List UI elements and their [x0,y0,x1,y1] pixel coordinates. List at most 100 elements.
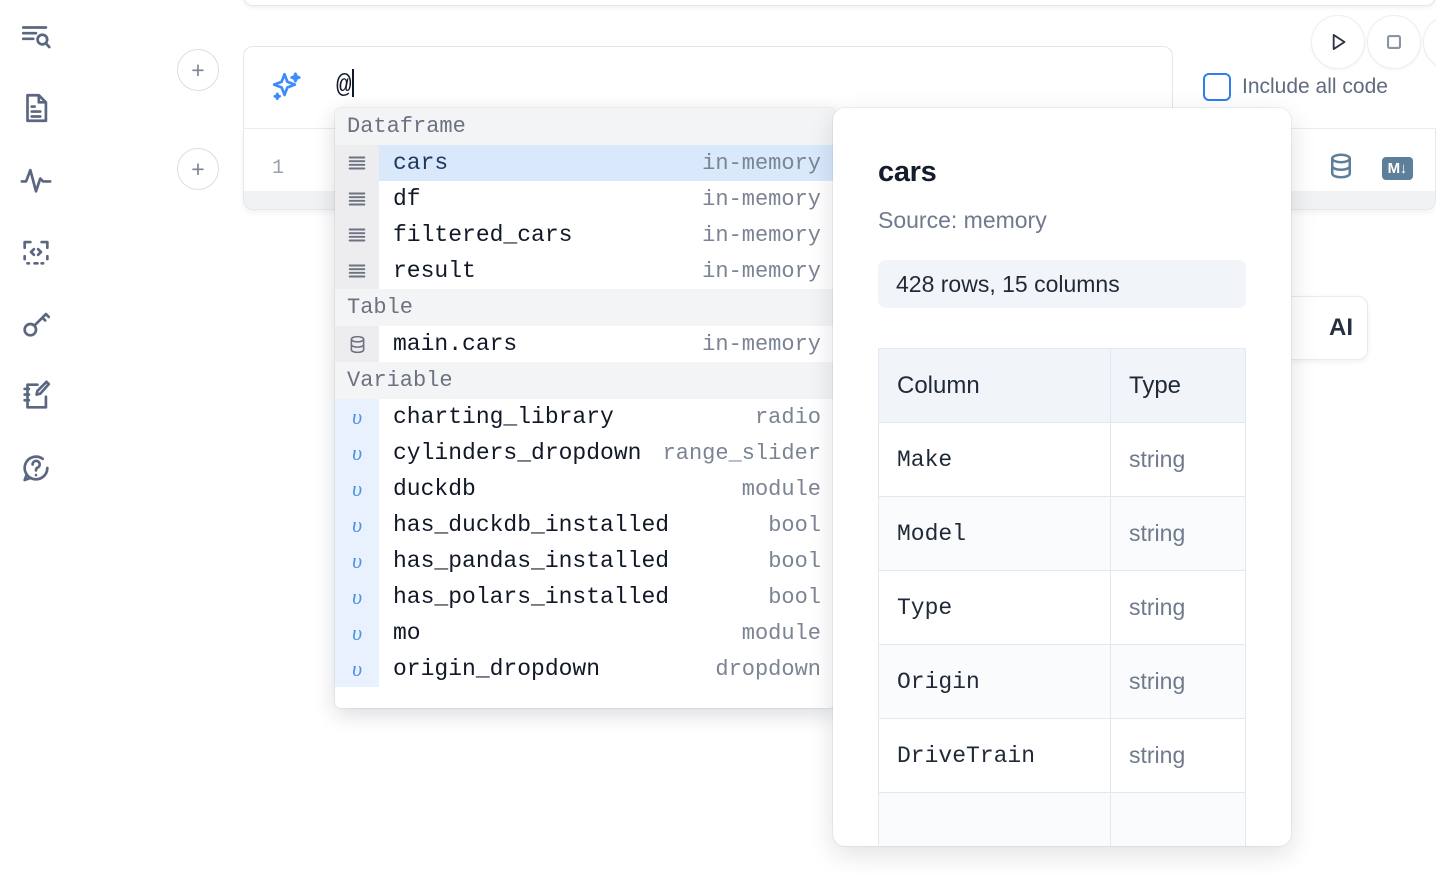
autocomplete-item-name: result [393,258,476,284]
variable-icon: υ [335,615,379,651]
column-type-cell: string [1110,644,1246,719]
autocomplete-item[interactable]: df in-memory [335,181,835,217]
autocomplete-item-type: in-memory [702,222,821,248]
autocomplete-item-type: module [741,620,821,646]
autocomplete-item-name: charting_library [393,404,614,430]
type-header: Type [1110,348,1246,423]
dataframe-rows-icon [335,253,379,289]
autocomplete-item[interactable]: υ charting_library radio [335,399,835,435]
autocomplete-item-type: range_slider [662,440,821,466]
dataframe-rows-icon [335,145,379,181]
autocomplete-section-header: Variable [335,362,835,399]
variable-icon: υ [335,543,379,579]
sparkle-icon [268,69,304,105]
database-icon [335,326,379,362]
variable-icon: υ [335,399,379,435]
autocomplete-item-name: has_duckdb_installed [393,512,670,538]
column-name-cell [878,792,1111,846]
column-name-cell: Model [878,496,1111,571]
detail-shape-badge: 428 rows, 15 columns [878,260,1246,308]
variable-icon: υ [335,579,379,615]
line-number: 1 [272,157,285,180]
help-chat-icon[interactable] [14,446,58,490]
autocomplete-item-type: dropdown [715,656,821,682]
column-name-cell: DriveTrain [878,718,1111,793]
dataframe-rows-icon [335,217,379,253]
autocomplete-item-name: has_pandas_installed [393,548,670,574]
autocomplete-item-type: module [741,476,821,502]
generate-with-ai-label: AI [1329,314,1353,341]
variable-icon: υ [335,651,379,687]
column-type-cell: string [1110,718,1246,793]
detail-title: cars [878,156,937,188]
activity-icon[interactable] [14,158,58,202]
snippets-code-icon[interactable] [14,230,58,274]
add-cell-button-top[interactable]: + [177,49,219,91]
column-name-cell: Origin [878,644,1111,719]
scratchpad-edit-icon[interactable] [14,374,58,418]
cell-above[interactable] [243,0,1436,6]
autocomplete-item-name: has_polars_installed [393,584,670,610]
column-type-cell: string [1110,570,1246,645]
autocomplete-item-type: in-memory [702,331,821,357]
autocomplete-item-type: bool [768,584,821,610]
column-name-cell: Make [878,422,1111,497]
dataframe-rows-icon [335,181,379,217]
column-type-cell: string [1110,422,1246,497]
dataset-detail-panel: cars Source: memory 428 rows, 15 columns… [833,108,1291,846]
autocomplete-item-name: cars [393,150,449,176]
more-button[interactable] [1423,15,1436,69]
variable-icon: υ [335,507,379,543]
include-all-code-label: Include all code [1242,75,1388,98]
table-row-clipped [878,792,1246,846]
autocomplete-item[interactable]: main.cars in-memory [335,326,835,362]
stop-button[interactable] [1367,15,1421,69]
autocomplete-section-header: Table [335,289,835,326]
autocomplete-item-name: mo [393,620,421,646]
autocomplete-item[interactable]: υ has_polars_installed bool [335,579,835,615]
database-icon[interactable] [1326,151,1356,186]
ai-prompt-value: @ [336,70,352,100]
text-cursor [352,69,355,97]
document-icon[interactable] [14,86,58,130]
column-name-cell: Type [878,570,1111,645]
autocomplete-item[interactable]: cars in-memory [335,145,835,181]
autocomplete-item-name: filtered_cars [393,222,573,248]
column-type-cell: string [1110,496,1246,571]
autocomplete-item-type: in-memory [702,186,821,212]
autocomplete-item-name: main.cars [393,331,518,357]
include-all-code-checkbox[interactable] [1203,73,1231,101]
explorer-search-icon[interactable] [14,14,58,58]
autocomplete-item-type: in-memory [702,258,821,284]
column-type-cell [1110,792,1246,846]
column-header: Column [878,348,1111,423]
table-header-row: Column Type [878,348,1246,423]
include-all-code-row[interactable]: Include all code [1203,73,1388,101]
sidebar-rail [0,0,72,874]
markdown-badge[interactable]: M↓ [1381,157,1413,180]
run-button[interactable] [1311,15,1365,69]
ai-prompt-input[interactable]: @ [336,69,355,100]
autocomplete-item-type: in-memory [702,150,821,176]
add-cell-button-bottom[interactable]: + [177,148,219,190]
detail-source: Source: memory [878,207,1047,233]
autocomplete-item-name: df [393,186,421,212]
autocomplete-item-name: cylinders_dropdown [393,440,642,466]
secrets-key-icon[interactable] [14,302,58,346]
autocomplete-item[interactable]: result in-memory [335,253,835,289]
autocomplete-item-type: radio [754,404,821,430]
stop-square-icon [1387,35,1401,49]
autocomplete-item[interactable]: filtered_cars in-memory [335,217,835,253]
